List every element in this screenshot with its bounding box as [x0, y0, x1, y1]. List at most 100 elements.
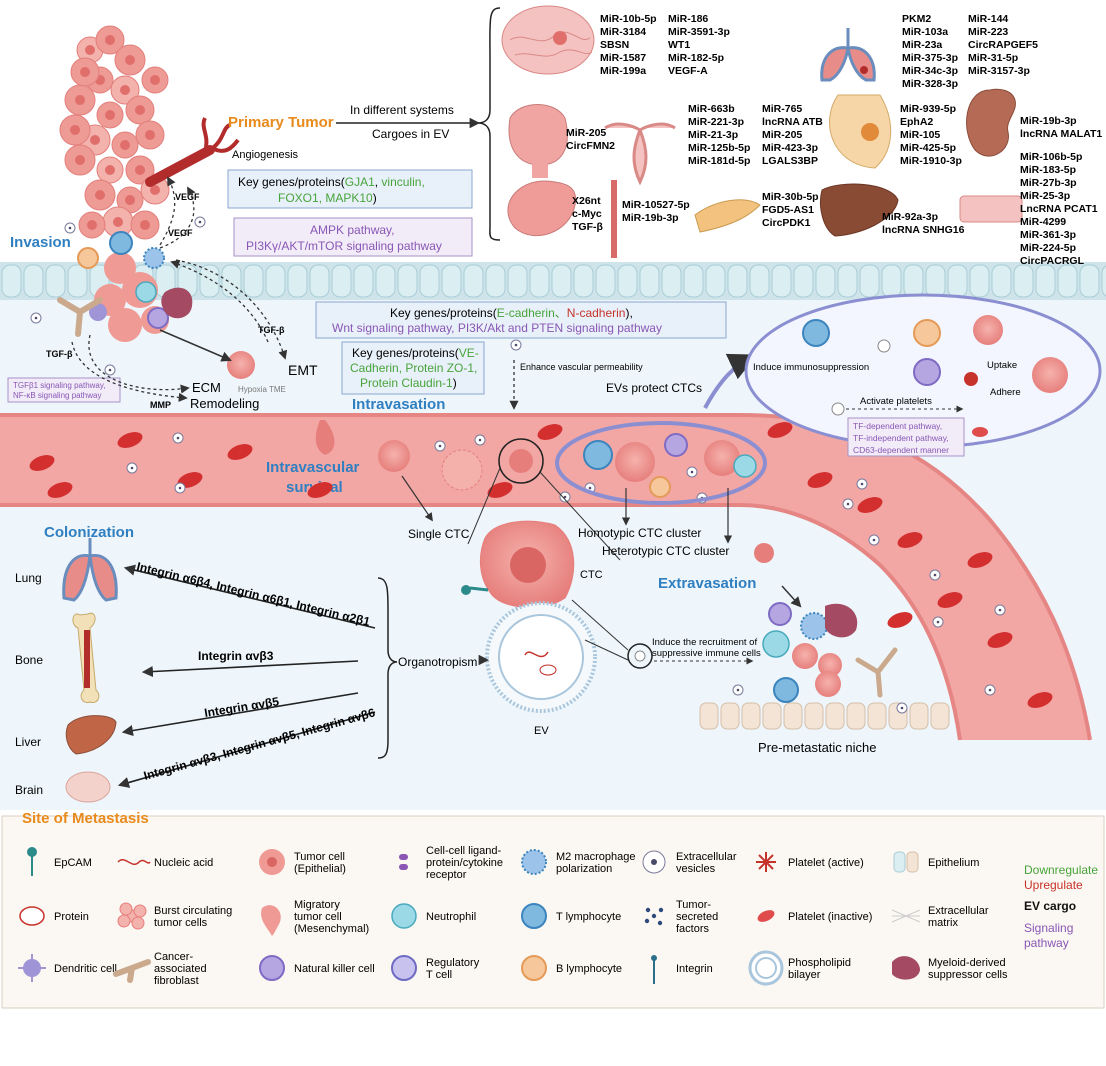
dendritic-icon	[89, 303, 107, 321]
blood-vessel	[0, 415, 1090, 740]
cargo-item: CircPDK1	[762, 217, 811, 229]
red-blood-cell	[967, 552, 993, 568]
epithelial-cell	[507, 264, 528, 298]
cargo-item: MiR-27b-3p	[1020, 177, 1077, 189]
liver-icon	[820, 183, 899, 237]
migratory-tumor-cell	[227, 351, 255, 379]
label-adhere: Adhere	[990, 387, 1021, 398]
epithelial-cell	[661, 264, 682, 298]
label-emt: EMT	[288, 362, 318, 378]
t-lymphocyte-icon	[109, 231, 133, 255]
organ-liver-label: Liver	[15, 735, 41, 749]
cargo-item: MiR-765	[762, 103, 802, 115]
red-blood-cell	[47, 482, 73, 498]
label-uptake: Uptake	[987, 360, 1017, 371]
cargo-item: FGD5-AS1	[762, 204, 814, 216]
cargo-item: MiR-10527-5p	[622, 199, 690, 211]
epithelial-cell	[815, 264, 836, 298]
fibroblast-icon	[113, 959, 151, 983]
epithelial-cell	[287, 264, 308, 298]
epithelial-cell	[419, 264, 440, 298]
b-lymphocyte-icon	[521, 955, 547, 981]
label-enhance-permeability: Enhance vascular permeability	[520, 362, 643, 372]
vessel-icon	[611, 180, 617, 258]
red-blood-cell	[807, 472, 833, 488]
label-induce-immuno: Induce immunosuppression	[753, 362, 869, 373]
legend-label: Platelet (inactive)	[788, 911, 872, 923]
bladder-icon	[508, 104, 568, 166]
cargo-brace	[477, 7, 501, 241]
label-cargoes-in-ev: Cargoes in EV	[372, 127, 449, 141]
epithelial-cell	[881, 264, 902, 298]
epithelial-cell	[67, 264, 88, 298]
label-angiogenesis: Angiogenesis	[232, 149, 299, 161]
b-lymphocyte-icon	[77, 247, 99, 269]
tumor-nucleus	[150, 75, 160, 85]
ctc-cluster-highlight	[555, 421, 767, 505]
cargo-item: CircPACRGL	[1020, 255, 1085, 267]
tumor-nucleus	[113, 217, 123, 227]
cargo-item: MiR-23a	[902, 39, 942, 51]
box-tgfb1: TGFβ1 signaling pathway, NF-κB signaling…	[7, 377, 121, 403]
epithelial-cell	[551, 264, 572, 298]
svg-text:PI3Kγ/AKT/mTOR signaling pathw: PI3Kγ/AKT/mTOR signaling pathway	[246, 239, 442, 253]
ev-magnify-ring	[627, 643, 653, 669]
cargo-item: MiR-31-5p	[968, 52, 1018, 64]
label-ev: EV	[534, 725, 549, 737]
svg-text:NF-κB signaling pathway: NF-κB signaling pathway	[13, 391, 101, 400]
protein-icon	[19, 906, 45, 926]
label-evs-protect: EVs protect CTCs	[606, 381, 702, 395]
colonization-lung-icon	[62, 538, 118, 602]
tumor-nucleus	[105, 35, 115, 45]
red-blood-cell	[117, 432, 143, 448]
organ-lung-label: Lung	[15, 571, 42, 585]
label-in-different-systems: In different systems	[350, 103, 454, 117]
epithelial-cell	[705, 264, 726, 298]
epithelial-cell	[397, 264, 418, 298]
cargo-item: MiR-19b-3p	[1020, 115, 1077, 127]
label-recruit-2: suppressive immune cells	[652, 648, 761, 659]
cargo-item: MiR-221-3p	[688, 116, 744, 128]
tumor-nucleus	[120, 140, 130, 150]
cargo-item: MiR-361-3p	[1020, 229, 1076, 241]
label-vegf-1: VEGF	[175, 192, 200, 202]
organotropism-brace	[377, 577, 398, 759]
tumor-nucleus	[150, 185, 160, 195]
box-tf-pathways: TF-dependent pathway, TF-independent pat…	[847, 417, 965, 457]
label-ecm-1: ECM	[192, 380, 221, 395]
legend-label: Nucleic acid	[154, 857, 213, 869]
stage-site-of-metastasis: Site of Metastasis	[22, 810, 149, 827]
cargo-item: MiR-181d-5p	[688, 155, 750, 167]
key-downregulate: Downregulate	[1024, 863, 1098, 877]
epithelial-cell	[1035, 264, 1056, 298]
cargo-item: MiR-4299	[1020, 216, 1066, 228]
tumor-nucleus	[125, 195, 135, 205]
legend-label: Protein	[54, 911, 89, 923]
migratory-tumor-cell-icon	[261, 905, 281, 936]
breast-icon	[829, 94, 892, 169]
epithelial-cell	[969, 264, 990, 298]
mdsc-icon	[892, 956, 920, 980]
tumor-nucleus	[125, 55, 135, 65]
neutrophil-icon	[391, 903, 417, 929]
pancreas-icon	[694, 199, 761, 233]
tumor-secreted-factors-icon	[644, 907, 664, 926]
label-activate-platelets: Activate platelets	[860, 396, 932, 407]
niche-cell	[783, 702, 803, 730]
colonization-organs: Lung Bone Liver Brain	[15, 538, 118, 803]
svg-text:TF-independent pathway,: TF-independent pathway,	[853, 433, 949, 443]
cargo-item: lncRNA MALAT1	[1020, 128, 1102, 140]
epithelial-cell	[771, 264, 792, 298]
cargo-organs	[501, 5, 1023, 258]
legend-label: T lymphocyte	[556, 911, 621, 923]
cargo-item: MiR-199a	[600, 65, 646, 77]
cargo-item: MiR-34c-3p	[902, 65, 958, 77]
